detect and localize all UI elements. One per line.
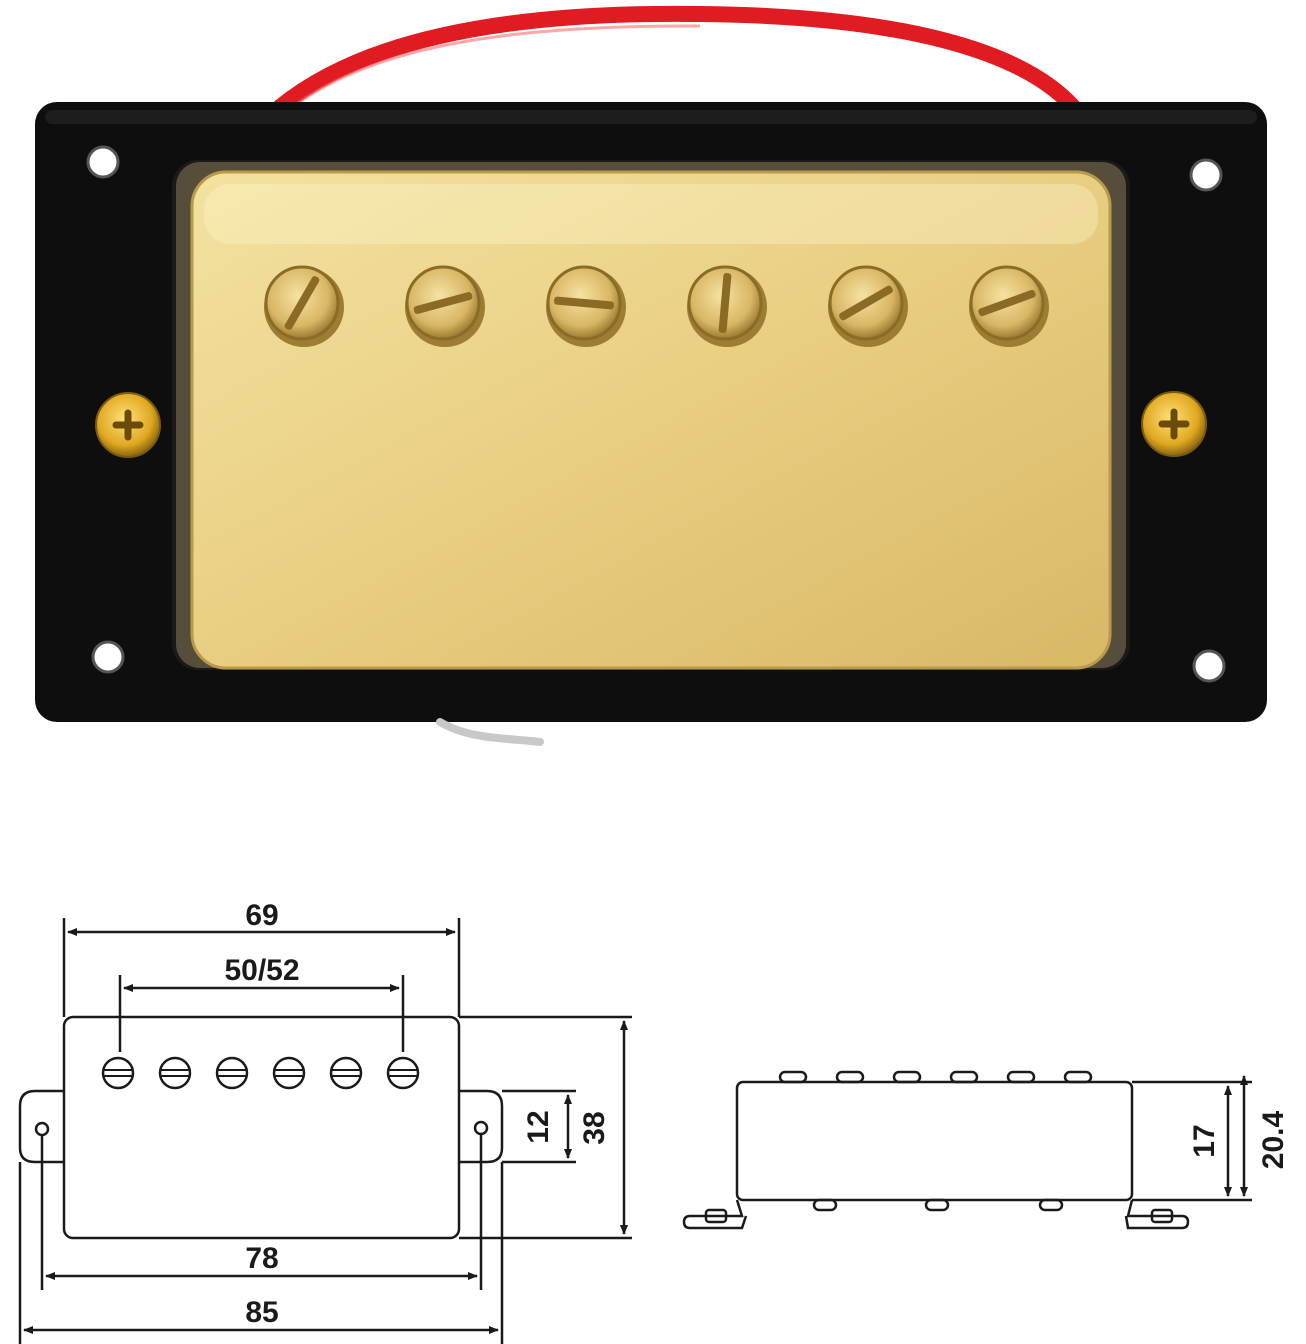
pole-top-icon — [949, 1070, 979, 1084]
ground-lead — [436, 718, 544, 746]
side-view-pole-ends — [812, 1198, 1064, 1212]
dim-label-20-4: 20.4 — [1257, 1110, 1290, 1169]
slotted-screw-icon — [828, 265, 908, 347]
pole-top-icon — [1063, 1070, 1093, 1084]
right-flange — [1124, 1199, 1190, 1230]
side-body-outline — [735, 1080, 1134, 1202]
dim-label-38: 38 — [578, 1111, 611, 1144]
pickup-photo — [35, 5, 1267, 746]
slotted-screw-icon — [264, 265, 344, 347]
pole-top-icon — [892, 1070, 922, 1084]
mounting-hole-icon — [86, 145, 1226, 683]
pole-piece-icon — [329, 1056, 363, 1090]
top-view-poles — [101, 1056, 420, 1090]
pole-end-icon — [1038, 1198, 1064, 1212]
pole-piece-icon — [272, 1056, 306, 1090]
dim-label-69: 69 — [245, 899, 278, 932]
gold-cover — [190, 170, 1112, 670]
slotted-screw-icon — [405, 265, 485, 347]
dim-label-50-52: 50/52 — [224, 954, 299, 987]
pole-piece-icon — [215, 1056, 249, 1090]
right-mount-hole-icon — [473, 1120, 489, 1136]
left-mount-tab — [18, 1089, 64, 1164]
pole-top-icon — [1006, 1070, 1036, 1084]
pole-screws — [264, 265, 1049, 347]
pole-end-icon — [924, 1198, 950, 1212]
dim-label-78: 78 — [245, 1242, 278, 1275]
pole-piece-icon — [158, 1056, 192, 1090]
side-view-poles — [778, 1070, 1093, 1084]
right-mount-tab — [459, 1089, 504, 1164]
dim-label-17: 17 — [1188, 1124, 1221, 1157]
slotted-screw-icon — [969, 265, 1049, 347]
pole-end-icon — [812, 1198, 838, 1212]
dim-label-12: 12 — [522, 1110, 555, 1143]
slotted-screw-icon — [687, 265, 767, 347]
side-view-drawing — [682, 1070, 1252, 1230]
left-flange — [682, 1199, 748, 1230]
phillips-screw-icon — [95, 391, 1207, 458]
slotted-screw-icon — [546, 265, 626, 347]
pole-top-icon — [778, 1070, 808, 1084]
pole-top-icon — [835, 1070, 865, 1084]
pole-piece-icon — [386, 1056, 420, 1090]
dim-label-85: 85 — [245, 1296, 278, 1329]
top-view-drawing — [18, 918, 632, 1344]
cover-outline — [62, 1015, 461, 1240]
pole-piece-icon — [101, 1056, 135, 1090]
left-mount-hole-icon — [34, 1121, 50, 1137]
